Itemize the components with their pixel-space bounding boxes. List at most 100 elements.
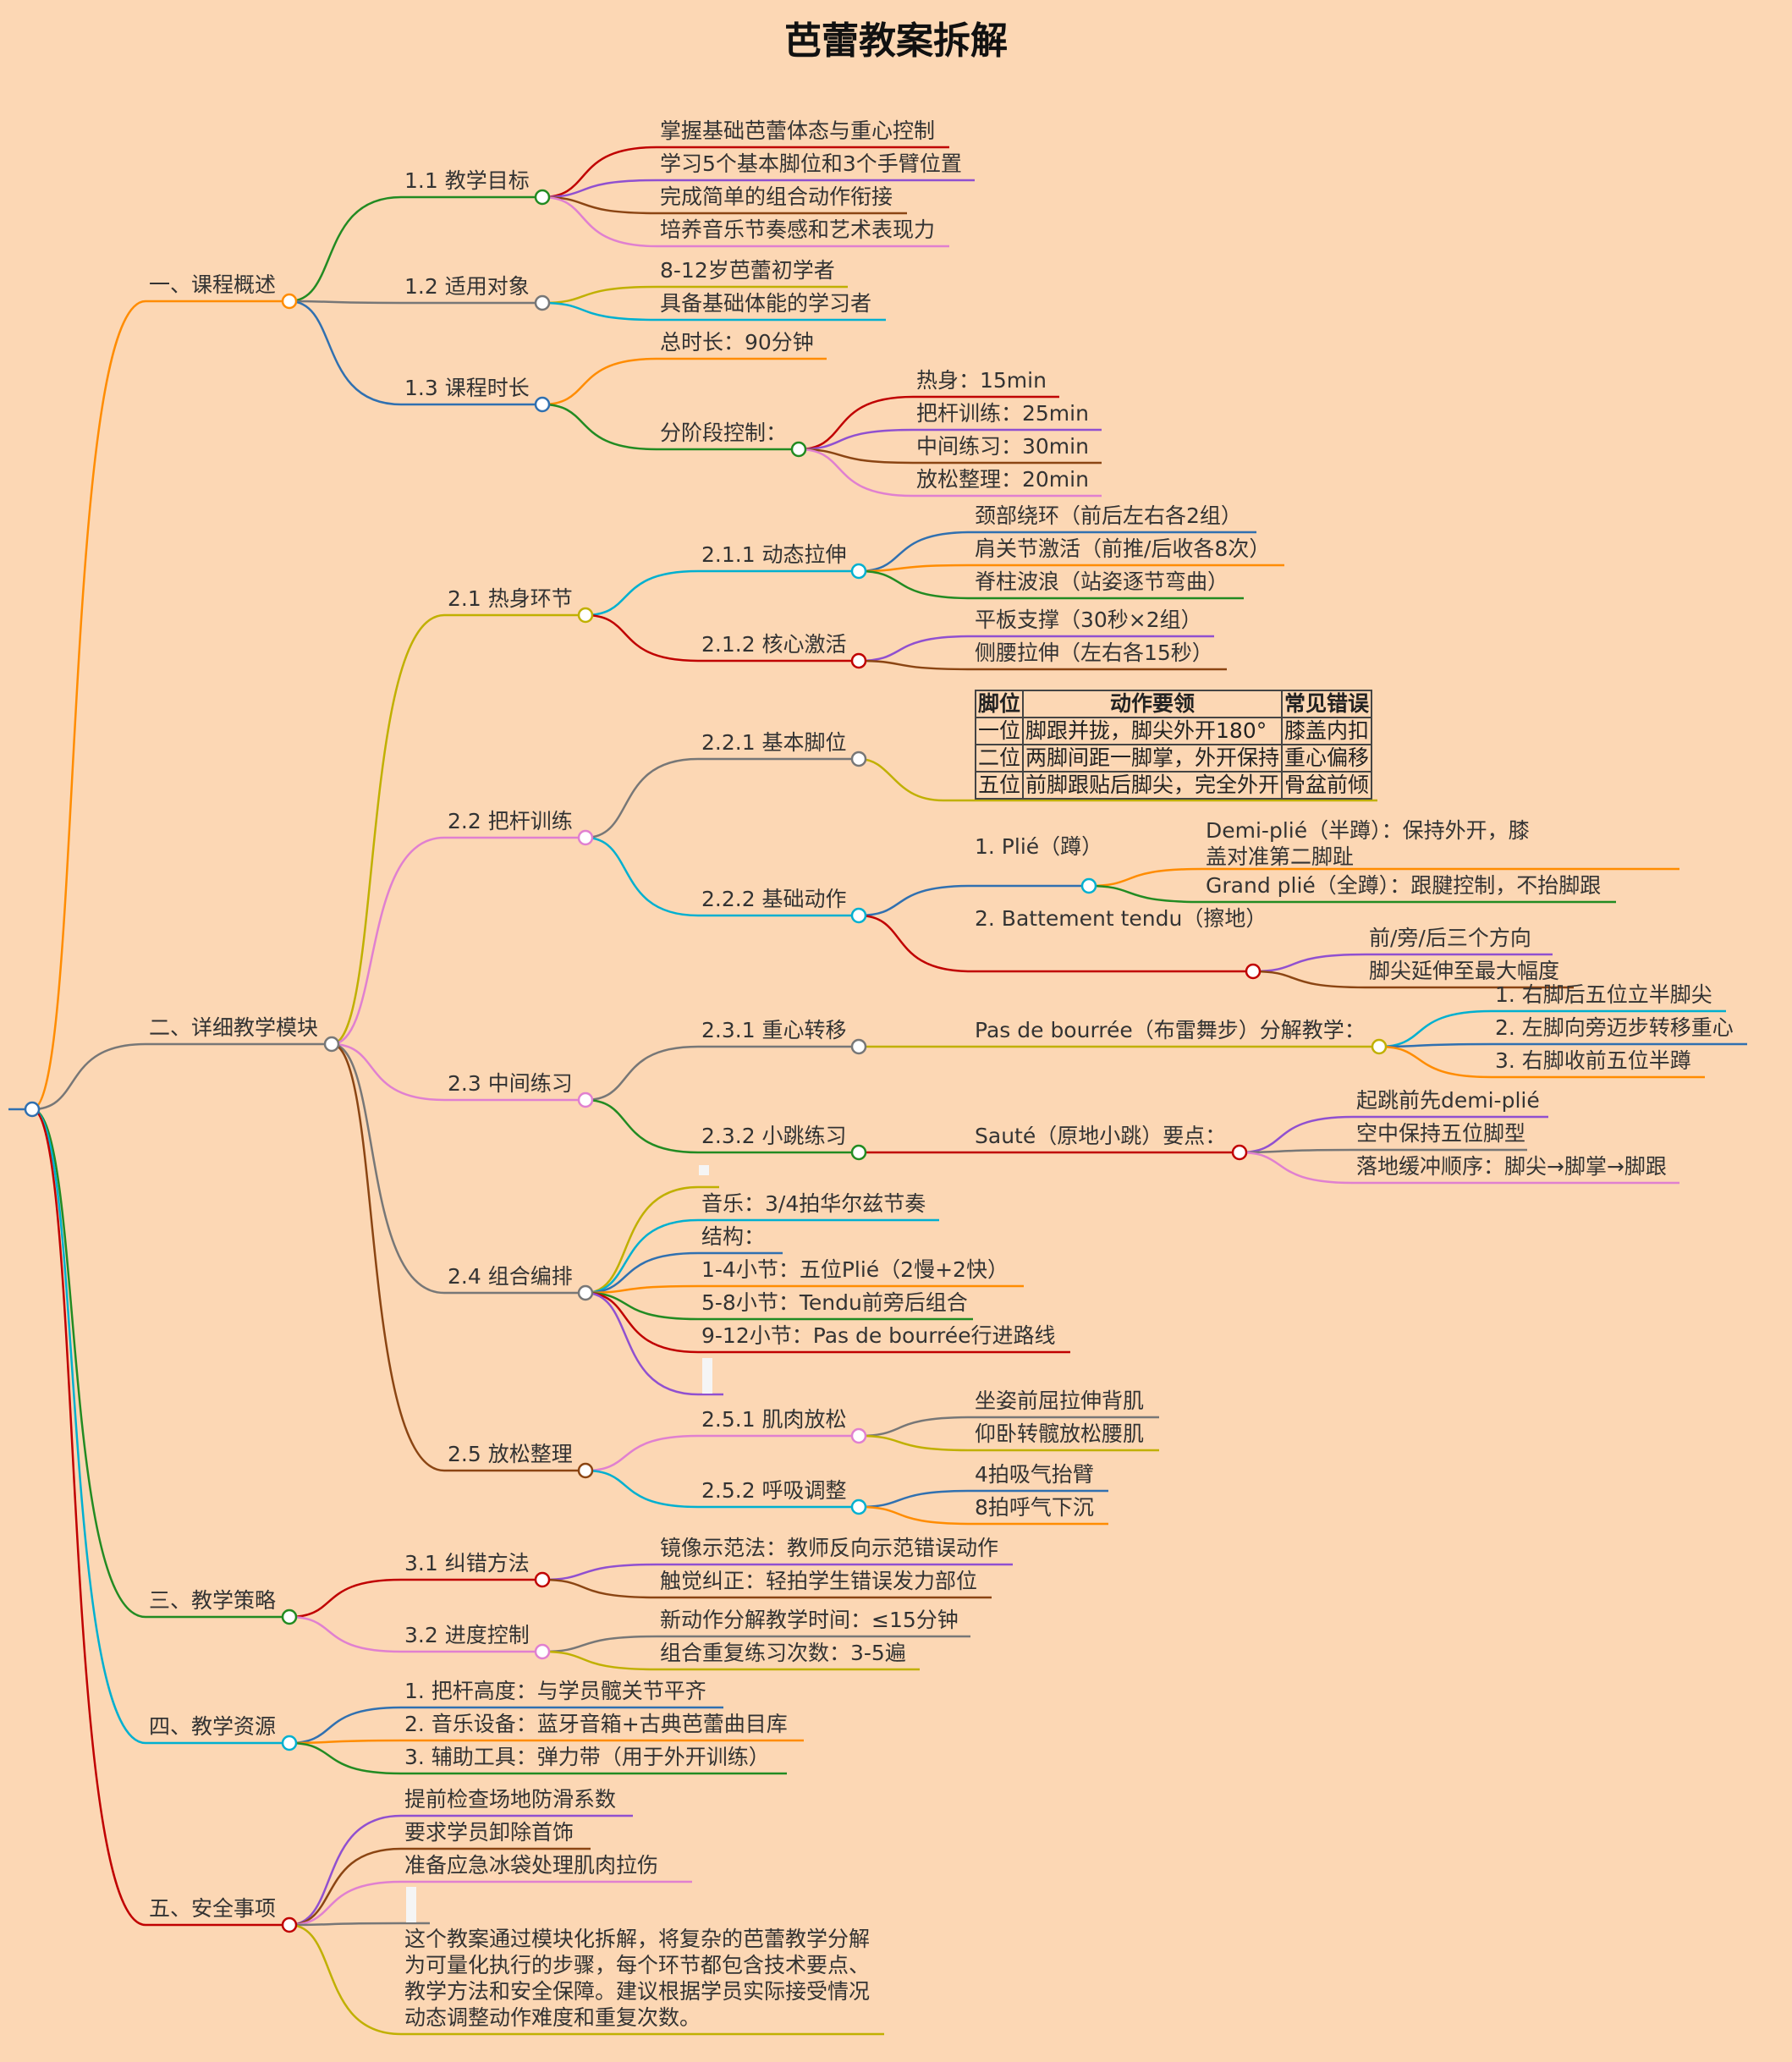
branch-node[interactable] xyxy=(850,751,867,767)
branch-node[interactable] xyxy=(790,441,807,458)
node-label: 仰卧转髋放松腰肌 xyxy=(975,1421,1145,1446)
root-node[interactable] xyxy=(24,1101,41,1118)
node-label: 颈部绕环（前后左右各2组） xyxy=(975,503,1242,528)
empty-node-marker xyxy=(702,1358,712,1394)
table-header: 常见错误 xyxy=(1281,690,1373,718)
branch-node[interactable] xyxy=(281,293,298,310)
node-label: Sauté（原地小跳）要点： xyxy=(975,1124,1227,1148)
node-label: 2. Battement tendu（擦地） xyxy=(975,906,1267,931)
branch-node[interactable] xyxy=(534,189,551,206)
table-cell: 骨盆前倾 xyxy=(1281,771,1373,800)
node-label: 一、课程概述 xyxy=(149,272,277,297)
branch-node[interactable] xyxy=(577,1284,594,1301)
node-label: 3. 辅助工具：弹力带（用于外开训练） xyxy=(404,1745,770,1769)
node-label: 2. 左脚向旁迈步转移重心 xyxy=(1495,1015,1734,1040)
node-label: 提前检查场地防滑系数 xyxy=(404,1787,617,1812)
table-row: 二位两脚间距一脚掌，外开保持重心偏移 xyxy=(974,744,1373,773)
node-label: 音乐：3/4拍华尔兹节奏 xyxy=(701,1191,926,1216)
node-label: 平板支撑（30秒×2组） xyxy=(975,608,1202,632)
node-label: Grand plié（全蹲）：跟腱控制，不抬脚跟 xyxy=(1206,873,1602,898)
node-label: 新动作分解教学时间：≤15分钟 xyxy=(660,1608,959,1632)
node-label: 3. 右脚收前五位半蹲 xyxy=(1495,1048,1691,1073)
empty-node-marker xyxy=(699,1165,709,1175)
node-label: 2.5 放松整理 xyxy=(448,1442,573,1466)
branch-node[interactable] xyxy=(577,1462,594,1479)
branch-node[interactable] xyxy=(534,294,551,311)
table-cell: 五位 xyxy=(974,771,1025,800)
node-label: 8-12岁芭蕾初学者 xyxy=(660,258,835,283)
branch-node[interactable] xyxy=(281,1735,298,1751)
node-label: 2.1.2 核心激活 xyxy=(701,632,847,657)
node-label: 脊柱波浪（站姿逐节弯曲） xyxy=(975,569,1229,594)
branch-node[interactable] xyxy=(1231,1144,1248,1161)
node-label: 2.4 组合编排 xyxy=(448,1264,573,1289)
branch-node[interactable] xyxy=(534,396,551,413)
branch-node[interactable] xyxy=(850,1144,867,1161)
node-label: 1.3 课程时长 xyxy=(404,376,530,400)
branch-node[interactable] xyxy=(534,1571,551,1588)
node-label: 1. Plié（蹲） xyxy=(975,834,1103,859)
node-label: 落地缓冲顺序：脚尖→脚掌→脚跟 xyxy=(1356,1154,1667,1179)
branch-node[interactable] xyxy=(577,607,594,624)
branch-node[interactable] xyxy=(850,652,867,669)
node-label: 四、教学资源 xyxy=(149,1714,277,1739)
branch-node[interactable] xyxy=(281,1916,298,1933)
branch-node[interactable] xyxy=(323,1036,340,1053)
node-label: Pas de bourrée（布雷舞步）分解教学： xyxy=(975,1018,1366,1042)
branch-node[interactable] xyxy=(534,1643,551,1660)
table-cell: 二位 xyxy=(974,744,1025,773)
node-label: 3.1 纠错方法 xyxy=(404,1551,530,1575)
node-label: 2.3.1 重心转移 xyxy=(701,1018,847,1042)
branch-node[interactable] xyxy=(1080,877,1097,894)
empty-node-marker xyxy=(406,1887,416,1922)
node-label: 2.2.1 基本脚位 xyxy=(701,730,847,755)
branch-node[interactable] xyxy=(850,563,867,580)
node-label: 分阶段控制： xyxy=(660,421,788,445)
node-label: 结构： xyxy=(701,1224,766,1249)
node-label: 2.3 中间练习 xyxy=(448,1071,573,1096)
node-label: 热身：15min xyxy=(916,368,1047,393)
branch-node[interactable] xyxy=(850,1038,867,1055)
node-label: 空中保持五位脚型 xyxy=(1356,1121,1526,1146)
branch-node[interactable] xyxy=(1371,1038,1388,1055)
node-label: 2.1.1 动态拉伸 xyxy=(701,542,847,567)
branch-node[interactable] xyxy=(850,1498,867,1515)
node-label: 8拍呼气下沉 xyxy=(975,1495,1094,1520)
table-header: 脚位 xyxy=(974,690,1025,718)
page-title: 芭蕾教案拆解 xyxy=(784,19,1008,63)
node-label: 1. 把杆高度：与学员髋关节平齐 xyxy=(404,1679,706,1703)
node-label: 起跳前先demi-plié xyxy=(1356,1088,1540,1113)
node-label: 5-8小节：Tendu前旁后组合 xyxy=(701,1290,968,1315)
node-label: 中间练习：30min xyxy=(916,434,1089,459)
node-label: 放松整理：20min xyxy=(916,467,1089,492)
table-row: 五位前脚跟贴后脚尖，完全外开骨盆前倾 xyxy=(974,771,1373,800)
branch-node[interactable] xyxy=(577,1091,594,1108)
node-label: 侧腰拉伸（左右各15秒） xyxy=(975,641,1213,665)
table-cell: 一位 xyxy=(974,717,1025,745)
foot-position-table: 脚位动作要领常见错误一位脚跟并拢，脚尖外开180°膝盖内扣二位两脚间距一脚掌，外… xyxy=(974,690,1373,800)
branch-node[interactable] xyxy=(577,829,594,846)
node-label: 二、详细教学模块 xyxy=(149,1015,319,1040)
node-label: 掌握基础芭蕾体态与重心控制 xyxy=(660,118,936,143)
node-label: Demi-plié（半蹲）：保持外开，膝盖对准第二脚趾 xyxy=(1206,818,1530,869)
node-label: 4拍吸气抬臂 xyxy=(975,1462,1094,1487)
node-label: 五、安全事项 xyxy=(149,1896,277,1921)
table-cell: 两脚间距一脚掌，外开保持 xyxy=(1022,744,1284,773)
branch-node[interactable] xyxy=(1245,963,1262,980)
table-row: 一位脚跟并拢，脚尖外开180°膝盖内扣 xyxy=(974,717,1373,745)
node-label: 1-4小节：五位Plié（2慢+2快） xyxy=(701,1257,1009,1282)
node-label: 这个教案通过模块化拆解，将复杂的芭蕾教学分解为可量化执行的步骤，每个环节都包含技… xyxy=(404,1927,871,2030)
node-label: 3.2 进度控制 xyxy=(404,1623,530,1647)
table-cell: 前脚跟贴后脚尖，完全外开 xyxy=(1022,771,1284,800)
branch-node[interactable] xyxy=(281,1608,298,1625)
branch-node[interactable] xyxy=(850,907,867,924)
node-label: 1.2 适用对象 xyxy=(404,274,530,299)
branch-node[interactable] xyxy=(850,1427,867,1444)
node-label: 1.1 教学目标 xyxy=(404,168,530,193)
node-label: 前/旁/后三个方向 xyxy=(1369,926,1531,950)
node-label: 2.2.2 基础动作 xyxy=(701,887,847,911)
node-label: 学习5个基本脚位和3个手臂位置 xyxy=(660,151,962,176)
table-cell: 重心偏移 xyxy=(1281,744,1373,773)
node-label: 1. 右脚后五位立半脚尖 xyxy=(1495,982,1712,1007)
